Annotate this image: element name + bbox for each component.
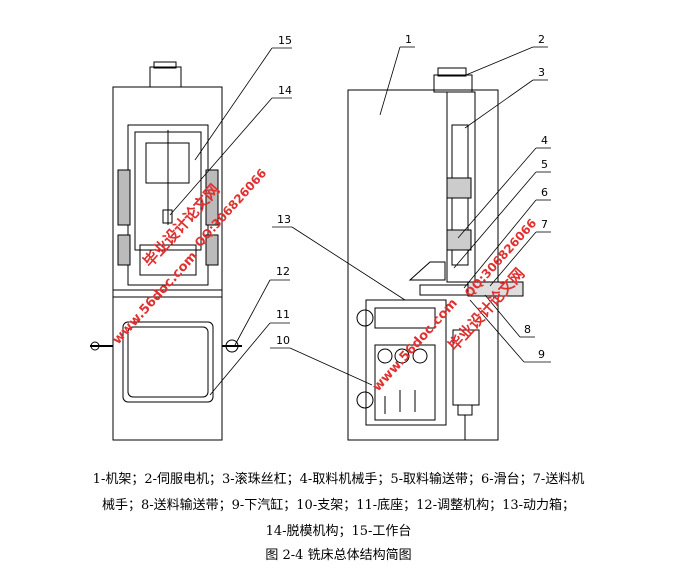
front-view-motor: [149, 66, 182, 88]
figure-caption: 图 2-4 铣床总体结构简图: [265, 548, 412, 563]
leader-lines: [169, 46, 551, 396]
callout-3: 3: [538, 66, 545, 79]
callout-6: 6: [541, 186, 548, 199]
callout-1: 1: [405, 33, 412, 46]
callout-numbers-left: 15 14 13 12 11 10: [276, 34, 292, 347]
callout-10: 10: [276, 334, 290, 347]
callout-8: 8: [524, 323, 531, 336]
callout-9: 9: [538, 348, 545, 361]
callout-numbers-right: 1 2 3 4 5 6 7 8 9: [405, 33, 548, 361]
callout-11: 11: [276, 308, 290, 321]
legend-line-3: 14-脱模机构；15-工作台: [265, 524, 412, 539]
front-view: [90, 61, 242, 441]
side-view-frame: [347, 89, 499, 441]
callout-2: 2: [538, 33, 545, 46]
side-view: [347, 67, 524, 441]
side-view-motor: [433, 74, 473, 93]
callout-15: 15: [278, 34, 292, 47]
legend-line-1: 1-机架；2-伺服电机；3-滚珠丝杠；4-取料机械手；5-取料输送带；6-滑台；…: [92, 472, 585, 487]
power-box: [365, 299, 447, 426]
callout-5: 5: [541, 158, 548, 171]
legend-line-2: 械手；8-送料输送带；9-下汽缸；10-支架；11-底座；12-调整机构；13-…: [101, 498, 576, 513]
machine-structure-drawing: 15 14 13 12 11 10 1 2 3 4 5 6 7 8 9 www.…: [90, 33, 551, 441]
callout-14: 14: [278, 84, 292, 97]
callout-13: 13: [277, 213, 291, 226]
watermark-left: www.56doc.com 毕业设计论文网 QQ:306826066: [110, 166, 270, 348]
callout-4: 4: [541, 134, 548, 147]
callout-7: 7: [541, 218, 548, 231]
callout-12: 12: [276, 265, 290, 278]
